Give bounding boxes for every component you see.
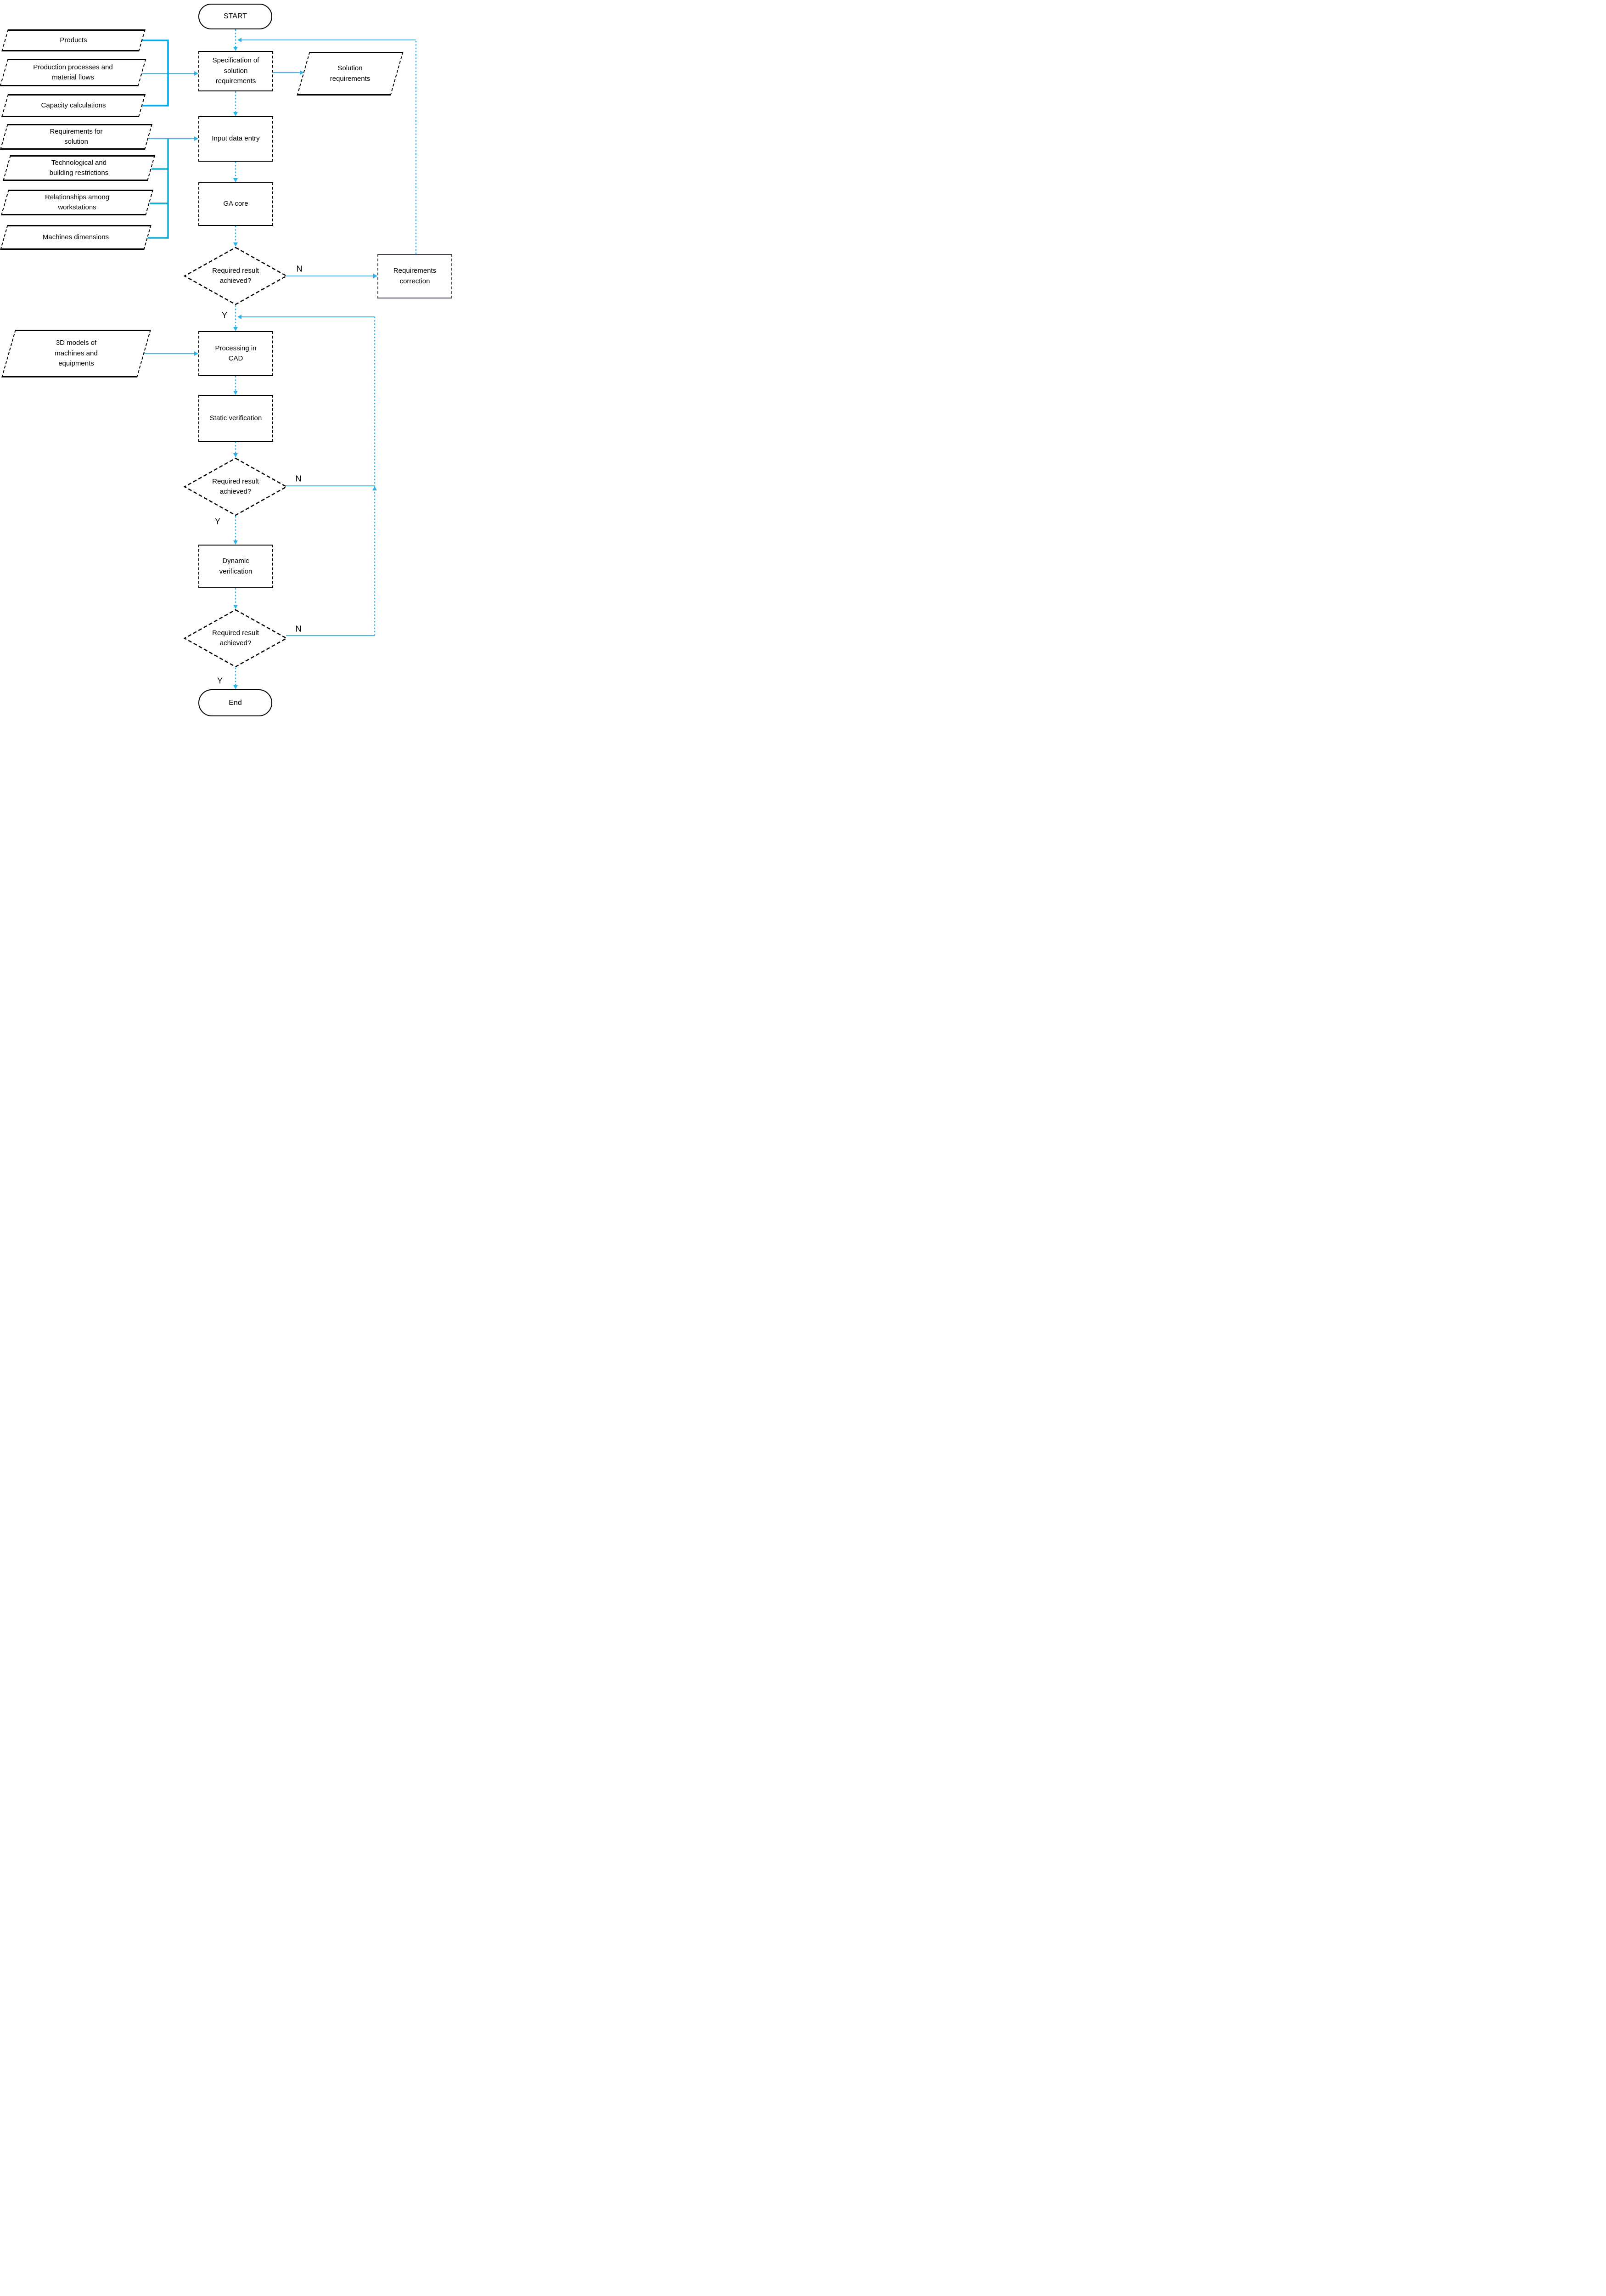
arrowhead-into-decision2 xyxy=(233,453,238,457)
arrowhead-into-cad-top xyxy=(233,327,238,331)
arrowhead-into-correction xyxy=(373,274,377,278)
diamond-shape xyxy=(183,247,288,305)
arrowhead-into-decision1 xyxy=(233,242,238,247)
arrowhead-into-static xyxy=(233,391,238,395)
arrowhead-feedback1-left xyxy=(237,38,241,42)
arrowhead-feedback2-left xyxy=(237,315,241,319)
diamond-shape xyxy=(183,457,288,516)
node-machines-dimensions: Machines dimensions xyxy=(0,225,152,250)
connector-layer xyxy=(142,29,417,689)
node-processing-in-cad: Processing in CAD xyxy=(198,331,273,376)
arrowhead-into-spec-top xyxy=(233,47,238,51)
node-capacity-calculations: Capacity calculations xyxy=(1,94,146,117)
node-decision-2: Required result achieved? xyxy=(183,457,288,516)
edge-label-no-3: N xyxy=(295,624,302,634)
node-decision-3: Required result achieved? xyxy=(183,609,288,668)
node-relationships-workstations: Relationships among workstations xyxy=(0,190,154,215)
node-production-processes: Production processes and material flows xyxy=(0,59,146,86)
arrowhead-into-input-top xyxy=(233,112,238,116)
bracket-spec-inputs xyxy=(142,39,169,107)
node-input-data-entry: Input data entry xyxy=(198,116,273,162)
node-3d-models: 3D models of machines and equipments xyxy=(1,330,151,377)
arrowhead-into-end xyxy=(233,685,238,689)
node-decision-1: Required result achieved? xyxy=(183,247,288,305)
node-products: Products xyxy=(1,29,146,51)
arrowhead-into-ga xyxy=(233,178,238,182)
arrowhead-into-cad-left xyxy=(194,351,198,356)
node-dynamic-verification: Dynamic verification xyxy=(198,545,273,588)
diamond-shape xyxy=(183,609,288,668)
edge-label-no-2: N xyxy=(295,474,302,484)
arrowhead-into-decision3 xyxy=(233,605,238,609)
flowchart-canvas: START End Products Production processes … xyxy=(0,0,455,721)
edge-label-yes-2: Y xyxy=(214,517,221,526)
arrowhead-into-spec-left xyxy=(194,71,198,76)
node-requirements-for-solution: Requirements for solution xyxy=(0,124,153,150)
node-requirements-correction: Requirements correction xyxy=(377,254,452,298)
edge-label-no-1: N xyxy=(296,264,303,274)
bracket-entry-inputs xyxy=(148,138,169,239)
edge-label-yes-3: Y xyxy=(217,676,223,686)
edge-label-yes-1: Y xyxy=(221,310,228,320)
node-end: End xyxy=(198,689,272,716)
node-start: START xyxy=(198,4,272,29)
arrowhead-feedback2-up xyxy=(372,486,377,490)
arrowhead-into-solutionreq xyxy=(300,70,304,75)
node-solution-requirements: Solution requirements xyxy=(297,52,404,96)
node-technological-building-restrictions: Technological and building restrictions xyxy=(2,155,156,181)
node-ga-core: GA core xyxy=(198,182,273,226)
arrowhead-into-input-left xyxy=(194,136,198,141)
node-static-verification: Static verification xyxy=(198,395,273,442)
node-specification: Specification of solution requirements xyxy=(198,51,273,91)
arrowhead-into-dynamic xyxy=(233,540,238,545)
